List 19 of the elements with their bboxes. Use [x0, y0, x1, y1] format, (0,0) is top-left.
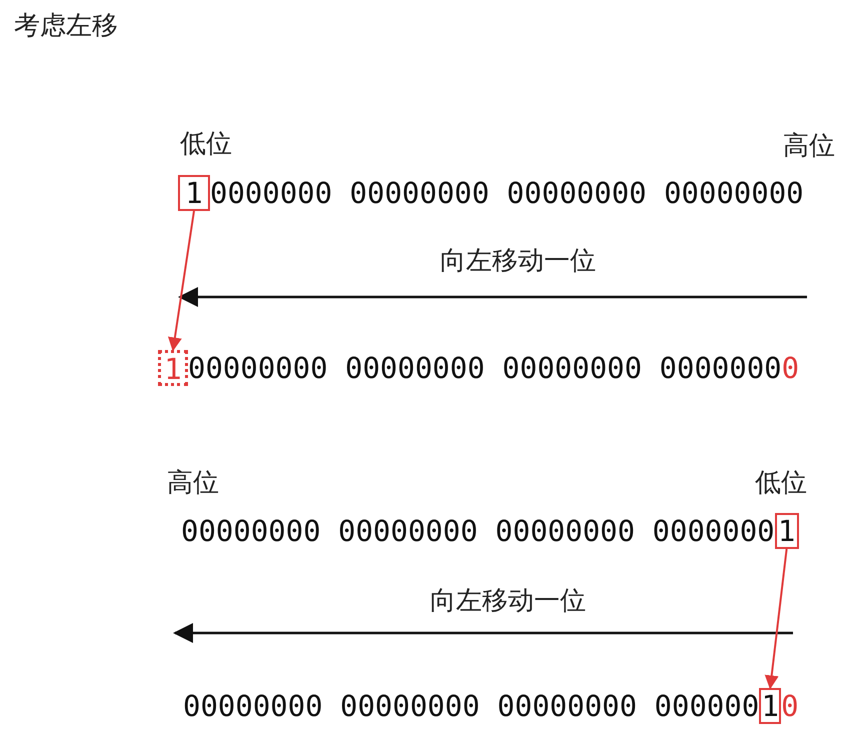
bit-box: 1: [774, 513, 799, 549]
binary-digits: 0: [781, 688, 799, 724]
binary-digits: 0000000 00000000 00000000 00000000: [210, 175, 804, 211]
shift-label: 向左移动一位: [440, 245, 596, 277]
arrow: [764, 548, 788, 690]
binary-digits: 0: [782, 350, 800, 386]
binary-digits: 00000000 00000000 00000000 0000000: [181, 513, 775, 549]
bit-order-label: 低位: [755, 467, 807, 499]
binary-digits: 00000000 00000000 00000000 0000000: [188, 350, 782, 386]
bit-order-label: 低位: [180, 128, 232, 160]
title: 考虑左移: [14, 10, 118, 42]
bit-box: 1: [759, 688, 782, 724]
binary-digits: 00000000 00000000 00000000 000000: [183, 688, 760, 724]
bit-order-label: 高位: [783, 130, 835, 162]
bit-order-label: 高位: [167, 467, 219, 499]
arrow: [168, 210, 195, 352]
bit-box: 1: [178, 175, 210, 211]
shift-label: 向左移动一位: [430, 585, 586, 617]
dotted-bit-box: 1: [158, 350, 188, 386]
